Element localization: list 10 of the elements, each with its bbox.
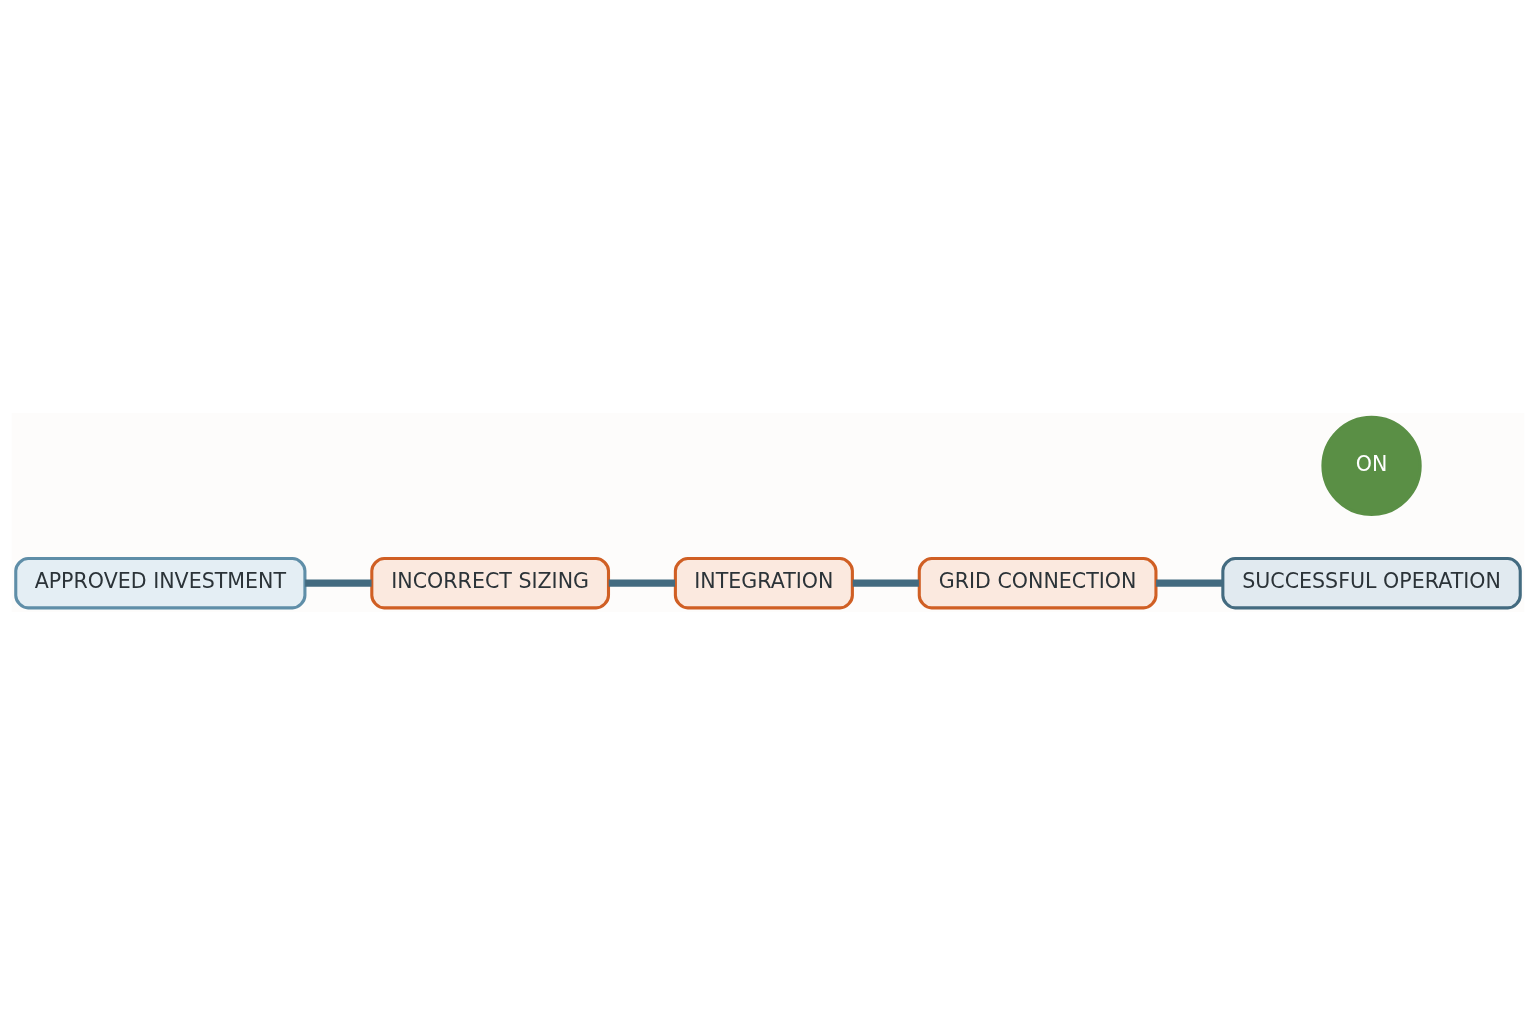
node-box: APPROVED INVESTMENT <box>14 556 307 609</box>
node-box: SUCCESSFUL OPERATION <box>1221 556 1522 609</box>
node-box: GRID CONNECTION <box>917 556 1158 609</box>
node-box: INCORRECT SIZING <box>370 556 611 609</box>
connector <box>1156 579 1223 587</box>
node-circle: ON <box>1321 415 1422 516</box>
connector <box>305 579 372 587</box>
connector <box>852 579 919 587</box>
node-box: INTEGRATION <box>673 556 854 609</box>
connector <box>608 579 675 587</box>
